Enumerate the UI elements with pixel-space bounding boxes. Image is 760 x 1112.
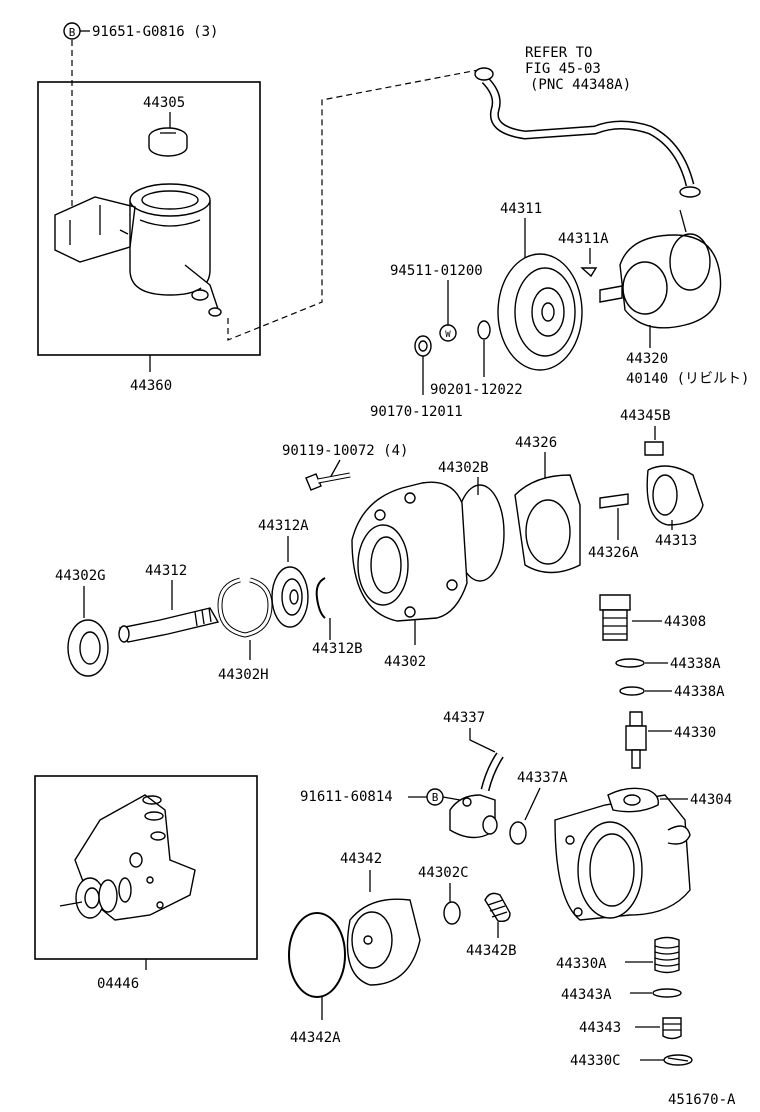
label-44311[interactable]: 44311 bbox=[500, 201, 542, 217]
washer-w bbox=[439, 324, 457, 342]
label-40140[interactable]: 40140 (リビルト) bbox=[626, 371, 749, 387]
label-44326[interactable]: 44326 bbox=[515, 435, 557, 451]
o-ring-44338A-1 bbox=[615, 658, 645, 668]
reservoir-box bbox=[37, 81, 261, 356]
spring-44342B bbox=[484, 892, 511, 923]
label-44302B[interactable]: 44302B bbox=[438, 460, 489, 476]
o-ring-44342A bbox=[288, 912, 346, 998]
label-44343[interactable]: 44343 bbox=[579, 1020, 621, 1036]
vane bbox=[644, 441, 664, 456]
union-group: 44337 44337A 91611-60814 B 44342 44342A … bbox=[288, 710, 568, 1046]
plug-44343 bbox=[662, 1017, 682, 1040]
o-ring-44302C bbox=[443, 901, 461, 925]
pulley bbox=[497, 253, 583, 371]
pin-44326A bbox=[599, 493, 629, 509]
label-44345B[interactable]: 44345B bbox=[620, 408, 671, 424]
refer-line-3: (PNC 44348A) bbox=[530, 77, 631, 93]
label-04446[interactable]: 04446 bbox=[97, 976, 139, 992]
label-90119[interactable]: 90119-10072 (4) bbox=[282, 443, 408, 459]
label-90201[interactable]: 90201-12022 bbox=[430, 382, 523, 398]
label-94511[interactable]: 94511-01200 bbox=[390, 263, 483, 279]
label-44302G[interactable]: 44302G bbox=[55, 568, 106, 584]
label-44337A[interactable]: 44337A bbox=[517, 770, 568, 786]
svg-text:W: W bbox=[445, 330, 451, 340]
svg-text:B: B bbox=[432, 791, 439, 804]
o-ring-44343A bbox=[652, 988, 682, 998]
housing-group: 44345B 90119-10072 (4) 44326 44302B 4432… bbox=[282, 408, 704, 670]
pump-assembly bbox=[619, 234, 722, 329]
label-44326A[interactable]: 44326A bbox=[588, 545, 639, 561]
label-44338A-2[interactable]: 44338A bbox=[674, 684, 725, 700]
label-44302H[interactable]: 44302H bbox=[218, 667, 269, 683]
pulley-group: 44311 44311A 94511-01200 W 90170-12011 9… bbox=[370, 201, 749, 420]
oil-seal bbox=[67, 619, 109, 677]
label-44330[interactable]: 44330 bbox=[674, 725, 716, 741]
hose-group: REFER TO FIG 45-03 (PNC 44348A) bbox=[474, 45, 701, 198]
refer-line-2: FIG 45-03 bbox=[525, 61, 601, 77]
label-44313[interactable]: 44313 bbox=[655, 533, 697, 549]
label-91651[interactable]: 91651-G0816 (3) bbox=[92, 24, 218, 40]
union-44308 bbox=[599, 594, 631, 611]
label-44312B[interactable]: 44312B bbox=[312, 641, 363, 657]
label-44305[interactable]: 44305 bbox=[143, 95, 185, 111]
hose-clamp-top bbox=[474, 67, 494, 81]
figure-id: 451670-A bbox=[668, 1092, 736, 1108]
label-44320[interactable]: 44320 bbox=[626, 351, 668, 367]
label-44360[interactable]: 44360 bbox=[130, 378, 172, 394]
spring-44330A bbox=[654, 936, 680, 974]
woodruff-key bbox=[580, 267, 598, 278]
label-44302C[interactable]: 44302C bbox=[418, 865, 469, 881]
pump-shaft bbox=[118, 607, 220, 643]
pulley-nut bbox=[414, 335, 432, 357]
snap-ring-44312B bbox=[315, 577, 326, 619]
reservoir-bracket bbox=[54, 196, 136, 263]
flow-valve-44330 bbox=[629, 711, 643, 727]
label-44308[interactable]: 44308 bbox=[664, 614, 706, 630]
o-ring-44338A-2 bbox=[619, 686, 645, 696]
label-44342A[interactable]: 44342A bbox=[290, 1030, 341, 1046]
label-91611[interactable]: 91611-60814 bbox=[300, 789, 393, 805]
label-90170[interactable]: 90170-12011 bbox=[370, 404, 463, 420]
side-plate-44342 bbox=[346, 898, 421, 986]
o-ring-44337A bbox=[509, 821, 527, 845]
label-44342[interactable]: 44342 bbox=[340, 851, 382, 867]
hose-dashed-leader bbox=[227, 69, 479, 341]
b-marker-label: B bbox=[69, 26, 76, 39]
refer-line-1: REFER TO bbox=[525, 45, 592, 61]
label-44338A-1[interactable]: 44338A bbox=[670, 656, 721, 672]
cam-ring bbox=[514, 474, 581, 574]
reservoir-group: B 91651-G0816 (3) 44305 44360 bbox=[37, 22, 479, 394]
label-44337[interactable]: 44337 bbox=[443, 710, 485, 726]
label-44312[interactable]: 44312 bbox=[145, 563, 187, 579]
rear-housing-group: 44304 44330A 44343A 44343 44330C bbox=[554, 787, 732, 1069]
label-44312A[interactable]: 44312A bbox=[258, 518, 309, 534]
label-44343A[interactable]: 44343A bbox=[561, 987, 612, 1003]
label-44304[interactable]: 44304 bbox=[690, 792, 732, 808]
label-44330A[interactable]: 44330A bbox=[556, 956, 607, 972]
washer-90201 bbox=[477, 320, 491, 340]
rotor bbox=[646, 465, 704, 526]
label-44311A[interactable]: 44311A bbox=[558, 231, 609, 247]
bolt-head bbox=[305, 473, 322, 491]
valve-group: 44308 44338A 44338A 44330 bbox=[599, 594, 725, 769]
label-44330C[interactable]: 44330C bbox=[570, 1053, 621, 1069]
hose-clamp-bottom bbox=[679, 186, 701, 198]
label-44302[interactable]: 44302 bbox=[384, 654, 426, 670]
kit-group: 04446 bbox=[34, 775, 258, 992]
label-44342B[interactable]: 44342B bbox=[466, 943, 517, 959]
shaft-group: 44312A 44312B 44302H 44312 44302G bbox=[55, 518, 363, 683]
